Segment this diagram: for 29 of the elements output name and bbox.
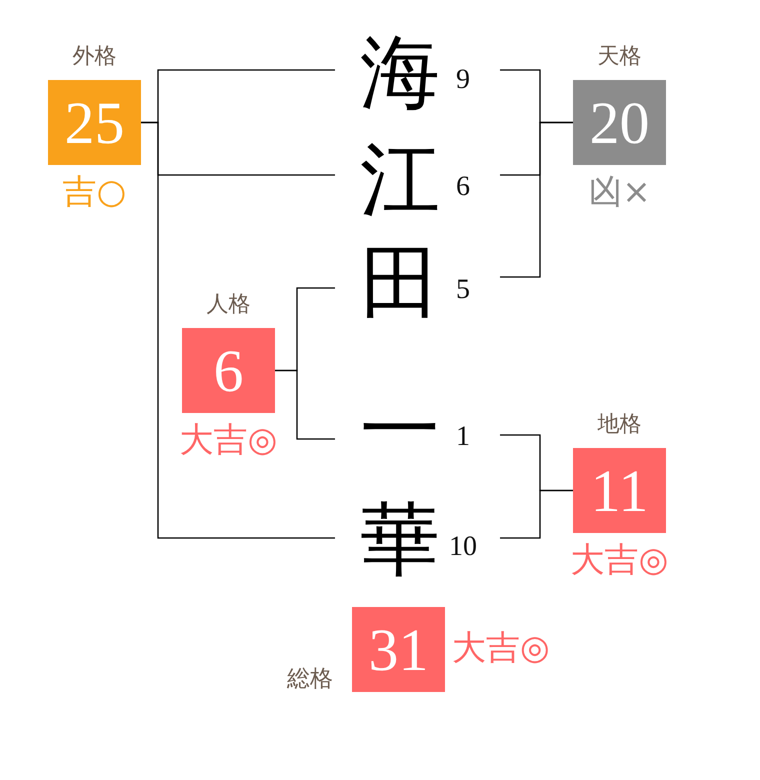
score-box: 11 <box>573 448 666 533</box>
name-character: 華 <box>360 500 440 580</box>
connector-line <box>275 370 335 440</box>
stroke-count: 10 <box>449 533 477 561</box>
score-title: 地格 <box>598 412 642 438</box>
score-box: 6 <box>182 328 275 413</box>
fortune-label: 凶× <box>588 173 651 211</box>
score-title: 天格 <box>598 44 642 70</box>
score-box: 31 <box>352 607 445 692</box>
stroke-count: 5 <box>456 276 470 304</box>
stroke-count: 1 <box>456 423 470 451</box>
connector-line <box>141 122 335 539</box>
fortune-label: 吉○ <box>62 173 126 211</box>
name-character: 田 <box>360 243 440 323</box>
score-title: 総格 <box>287 666 333 692</box>
score-title: 人格 <box>206 292 250 318</box>
fortune-label: 大吉◎ <box>570 541 668 579</box>
name-character: 江 <box>360 140 440 220</box>
connector-line <box>500 490 573 539</box>
stroke-count: 9 <box>456 66 470 94</box>
name-character: 一 <box>360 390 440 470</box>
name-character: 海 <box>360 33 440 113</box>
fortune-label: 大吉◎ <box>180 421 278 459</box>
fortune-label: 大吉◎ <box>452 628 550 666</box>
connector-line <box>500 122 573 278</box>
stroke-count: 6 <box>456 173 470 201</box>
score-title: 外格 <box>72 44 116 70</box>
score-box: 25 <box>48 80 141 165</box>
score-box: 20 <box>573 80 666 165</box>
